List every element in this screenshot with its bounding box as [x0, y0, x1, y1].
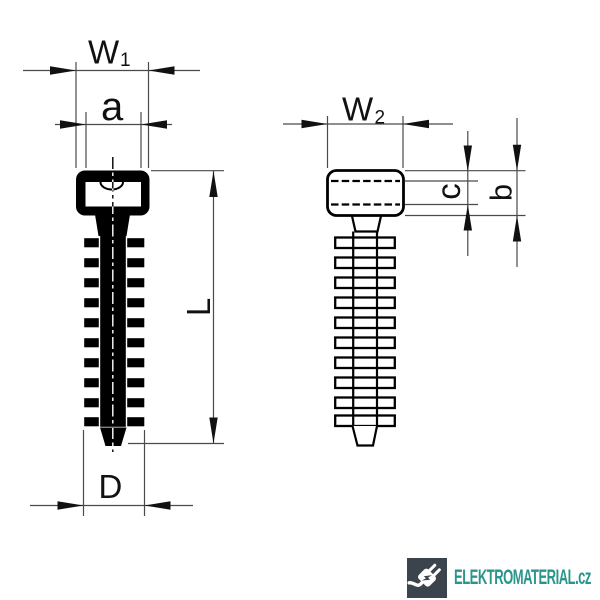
arrowhead	[148, 66, 175, 75]
arrowhead	[512, 215, 522, 242]
rib	[334, 376, 396, 390]
dimension-d: D	[30, 430, 193, 516]
rib	[334, 316, 396, 330]
dimension-label-w1: W	[88, 34, 120, 71]
dimension-label-w1-sub: 1	[120, 50, 131, 71]
brand-tld: .cz	[575, 566, 591, 589]
neck	[350, 215, 383, 233]
brand-logo: ELEKTROMATERIAL.cz	[407, 558, 600, 598]
rib	[334, 414, 396, 428]
dimension-label-d: D	[99, 468, 123, 505]
brand-name: ELEKTROMATERIAL	[454, 566, 576, 589]
arrowhead	[60, 120, 86, 129]
dimension-label-l: L	[180, 298, 217, 316]
arrowhead	[209, 171, 218, 197]
arrowhead	[144, 501, 171, 510]
anchor-head	[326, 169, 405, 217]
dimension-c: c	[430, 131, 472, 256]
rib	[334, 296, 396, 310]
side-view-extension-lines	[405, 170, 526, 217]
side-view-figure	[326, 169, 405, 447]
arrowhead	[301, 119, 328, 129]
arrowhead	[57, 501, 84, 510]
rib	[334, 356, 396, 370]
dimension-label-w2-sub: 2	[375, 108, 386, 129]
rib	[334, 396, 396, 410]
arrowhead	[403, 119, 429, 129]
dimension-w1: W 1	[23, 34, 200, 168]
brand-text: ELEKTROMATERIAL.cz	[454, 566, 591, 590]
dimension-label-b: b	[484, 184, 519, 201]
dimension-label-a: a	[101, 85, 124, 129]
dimension-label-w2: W	[342, 91, 374, 128]
arrowhead	[463, 204, 472, 231]
plug-icon	[407, 563, 441, 587]
arrowhead	[50, 66, 76, 75]
arrowhead	[141, 120, 167, 129]
rib	[334, 256, 396, 270]
dimension-a: a	[55, 85, 172, 168]
arrowhead	[463, 145, 472, 172]
dimension-b: b	[484, 118, 522, 267]
front-view-figure	[76, 157, 150, 452]
rib	[334, 236, 396, 250]
side-rib-pattern	[334, 236, 396, 428]
dimension-w2: W 2	[283, 91, 453, 168]
arrowhead	[512, 144, 522, 171]
anchor-tip	[351, 425, 379, 447]
tie-guide-arc	[99, 181, 124, 191]
rib	[334, 276, 396, 290]
logo-icon-box	[407, 558, 447, 598]
arrowhead	[209, 417, 218, 444]
dimension-label-c: c	[430, 183, 467, 200]
rib	[334, 336, 396, 350]
